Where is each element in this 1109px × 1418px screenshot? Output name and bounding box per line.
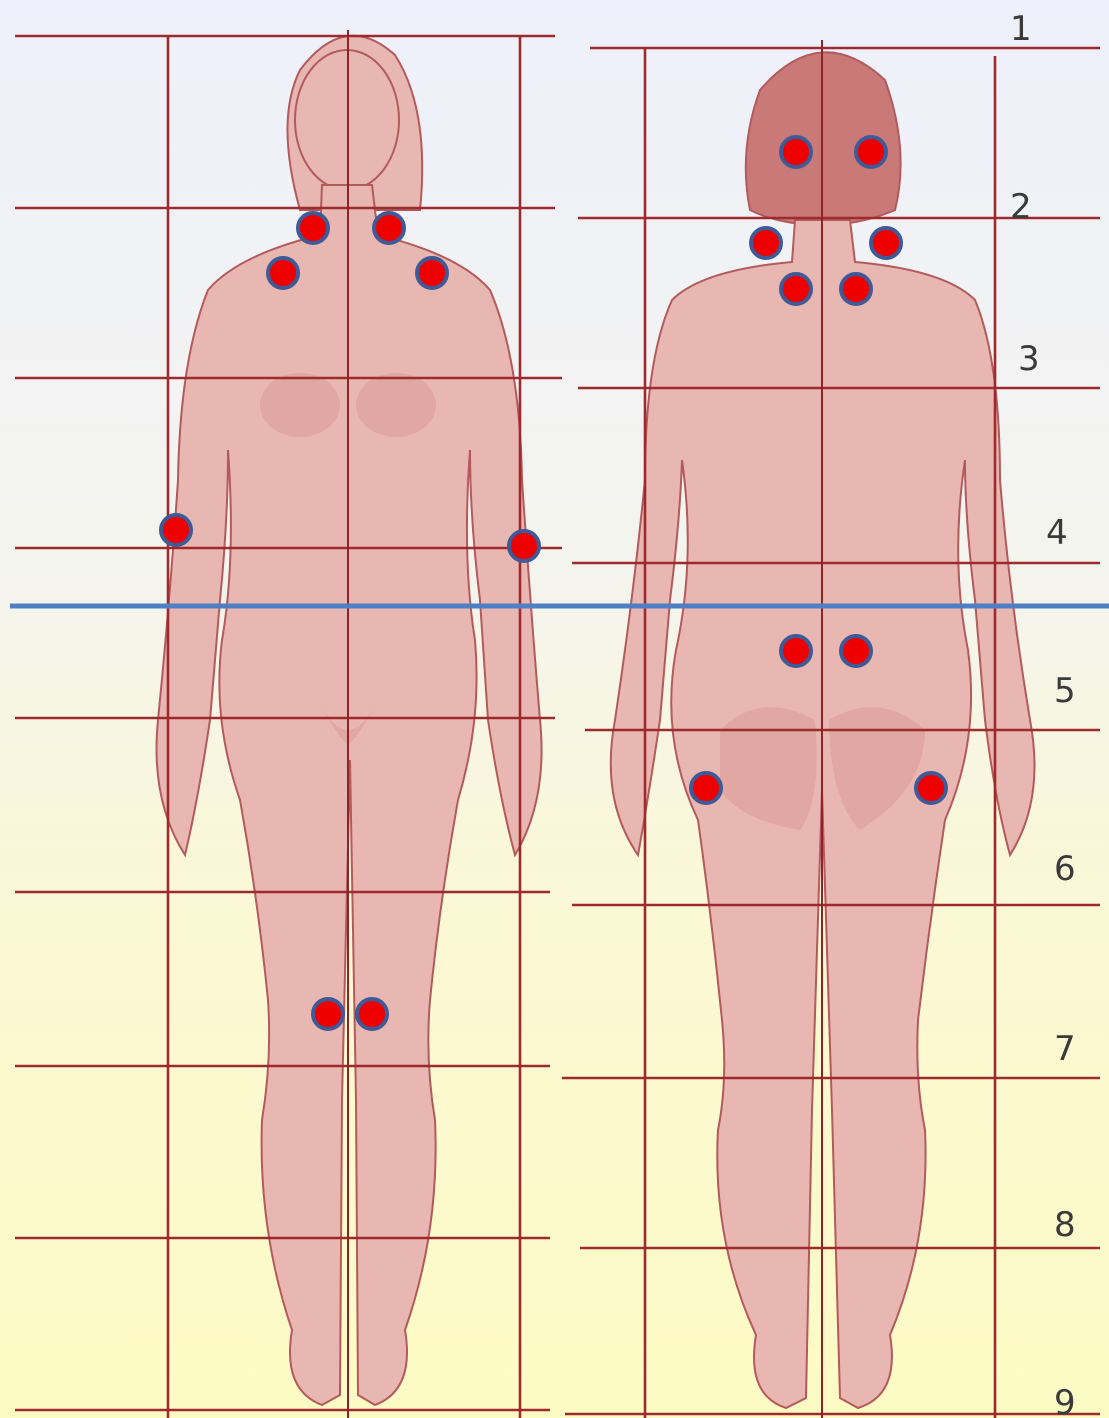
- back-marker-right-occiput: [856, 137, 886, 167]
- back-marker-left-upper-back: [781, 274, 811, 304]
- back-marker-right-hip: [916, 773, 946, 803]
- ruler-label-6: 6: [1054, 849, 1076, 889]
- front-marker-right-shoulder: [417, 258, 447, 288]
- front-left-breast: [260, 373, 340, 437]
- back-marker-left-hip: [691, 773, 721, 803]
- ruler-label-3: 3: [1018, 339, 1040, 379]
- back-marker-right-lower-neck: [871, 228, 901, 258]
- front-marker-right-elbow: [509, 531, 539, 561]
- front-marker-left-knee: [313, 999, 343, 1029]
- front-marker-left-elbow: [161, 515, 191, 545]
- back-marker-left-lower-neck: [751, 228, 781, 258]
- back-marker-right-lower-back: [841, 636, 871, 666]
- ruler-label-5: 5: [1054, 671, 1076, 711]
- ruler-label-9: 9: [1054, 1383, 1076, 1418]
- ruler-label-8: 8: [1054, 1205, 1076, 1245]
- back-marker-left-lower-back: [781, 636, 811, 666]
- ruler-label-4: 4: [1046, 513, 1068, 553]
- front-marker-left-inner-collarbone: [298, 213, 328, 243]
- back-marker-left-occiput: [781, 137, 811, 167]
- ruler-label-2: 2: [1010, 187, 1032, 227]
- front-marker-left-shoulder: [268, 258, 298, 288]
- front-marker-right-inner-collarbone: [374, 213, 404, 243]
- front-marker-right-knee: [357, 999, 387, 1029]
- front-figure: [157, 36, 542, 1405]
- back-marker-right-upper-back: [841, 274, 871, 304]
- ruler-label-1: 1: [1010, 9, 1032, 49]
- front-right-breast: [356, 373, 436, 437]
- front-body: [157, 185, 542, 1405]
- ruler-label-7: 7: [1054, 1029, 1076, 1069]
